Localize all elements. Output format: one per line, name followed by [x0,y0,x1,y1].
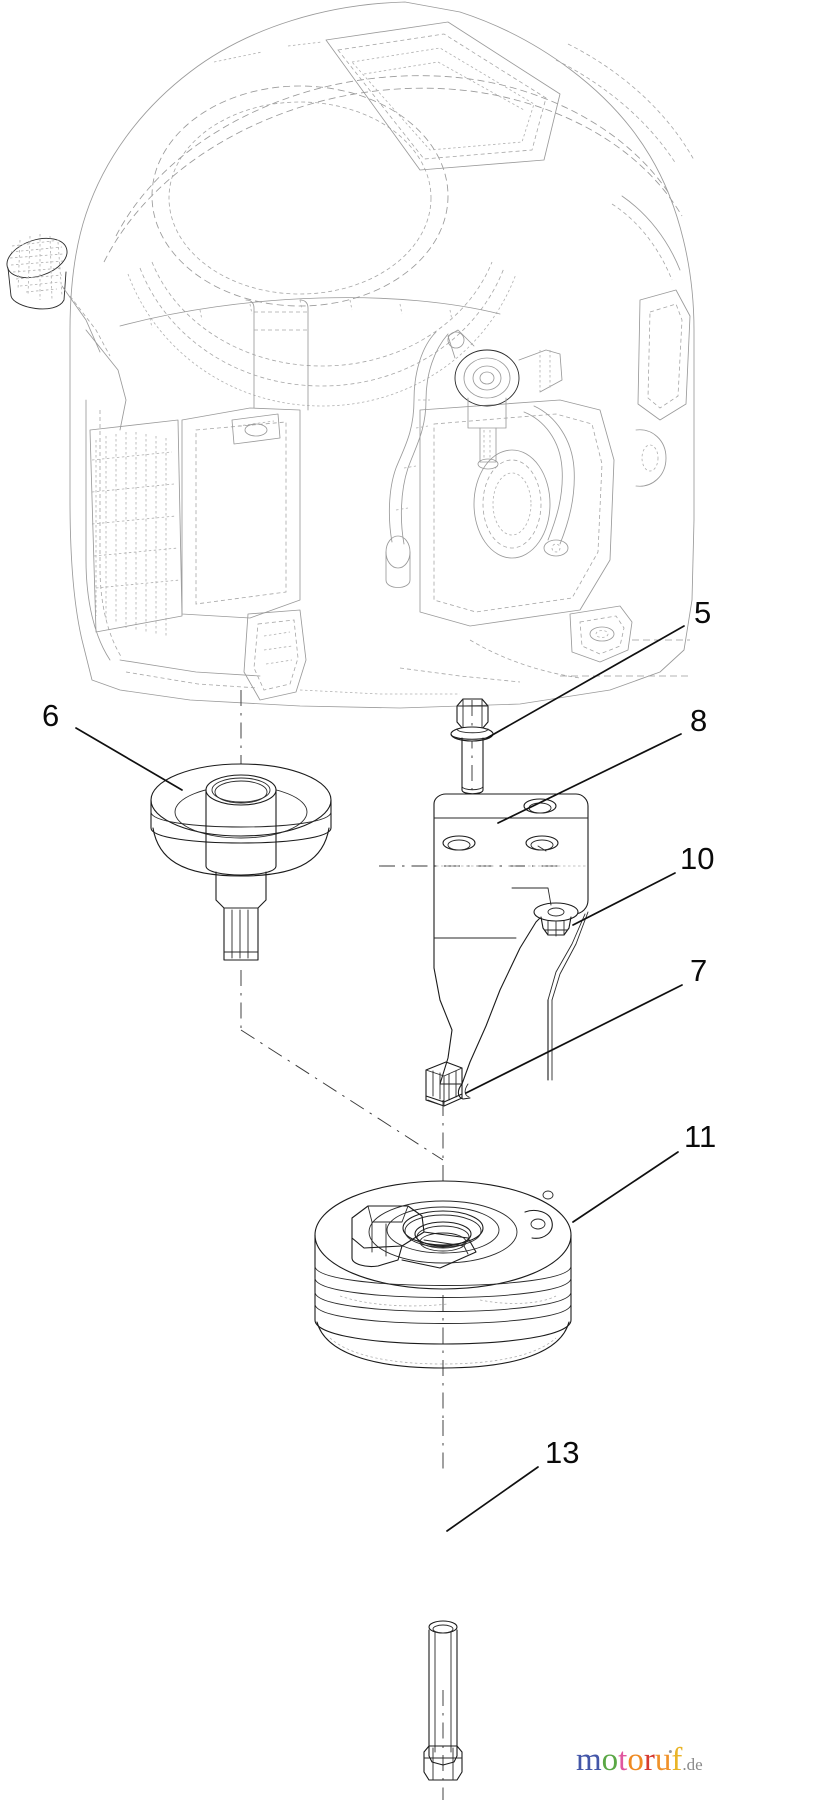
watermark-suffix: .de [682,1755,703,1774]
mounting-bracket-drawing [433,793,589,1100]
long-shoulder-bolt-drawing [423,1620,463,1781]
watermark-letter-2: t [618,1742,628,1778]
leader-13 [446,1466,539,1532]
callout-number-8: 8 [690,703,708,738]
watermark-letter-5: u [654,1742,672,1778]
callout-number-6: 6 [42,698,60,733]
callout-number-13: 13 [545,1435,580,1470]
callout-number-5: 5 [694,595,712,630]
callout-leader-lines [75,625,685,1532]
leader-7 [465,984,683,1094]
engine-assembly-drawing [6,1,695,709]
callout-number-11: 11 [684,1119,717,1154]
leader-11 [572,1151,679,1223]
engine-accessory [447,329,563,470]
watermark-letter-4: r [643,1742,655,1778]
leader-8 [497,733,682,824]
watermark-letter-1: o [601,1742,619,1778]
woodruff-key-drawing [425,1061,463,1107]
watermark-letter-6: f [671,1742,683,1778]
engine-pulley-drawing [150,763,332,961]
leader-5 [486,625,685,739]
center-axis-lines [240,690,560,1800]
watermark-letter-3: o [627,1742,644,1778]
oil-fill-cap [6,234,68,310]
watermark-dot: • [668,1744,673,1759]
motoruf-watermark: • motoruf.de [576,1744,703,1777]
leader-10 [572,872,676,926]
push-nut-drawing [511,887,579,937]
watermark-letter-0: m [576,1742,602,1778]
electric-pto-clutch-drawing [314,1180,572,1369]
callout-number-10: 10 [680,841,715,876]
cooling-fins [89,419,183,636]
leader-6 [75,727,183,791]
callout-number-7: 7 [690,953,708,988]
